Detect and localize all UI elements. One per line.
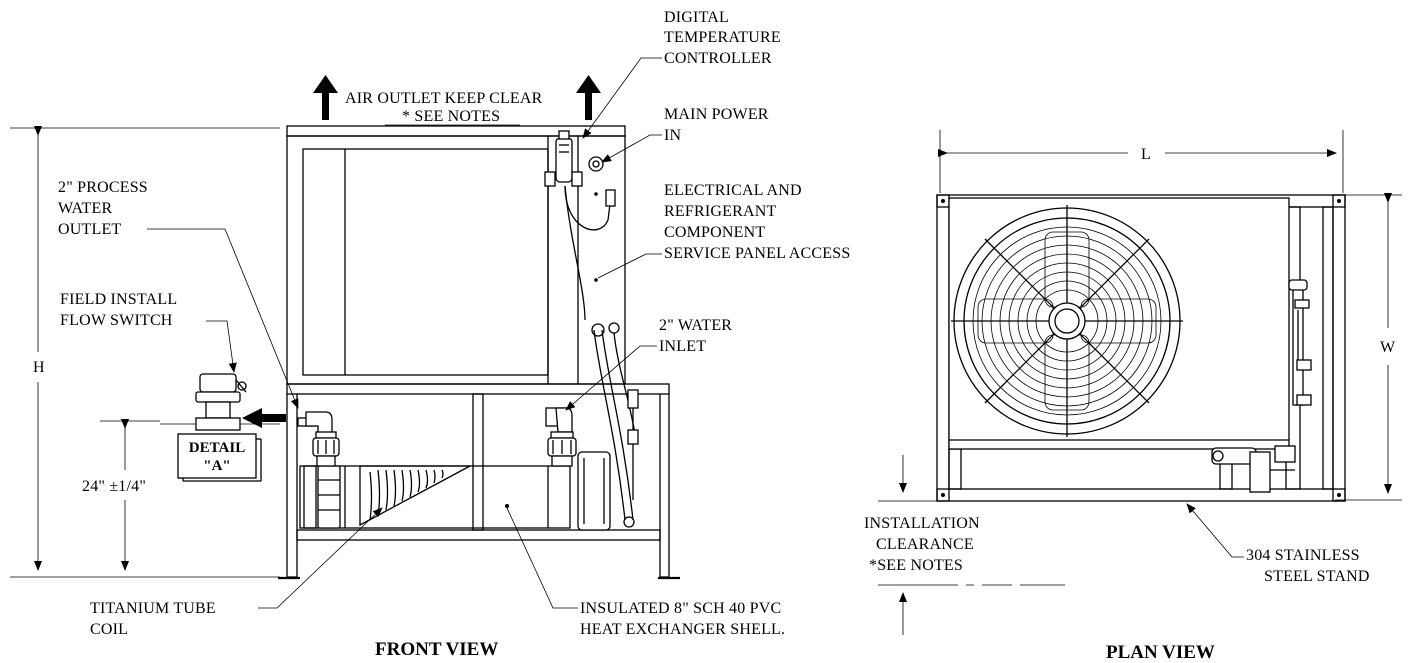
heat-exchanger-shell [299, 465, 571, 529]
plan-view: L W [864, 130, 1402, 663]
front-view: H 24" ±1/4" AIR OUTLET KEEP CLEAR * SEE … [10, 9, 850, 660]
base-height-label: 24" ±1/4" [82, 478, 146, 495]
condenser-housing [948, 197, 1290, 450]
electrical-label-4: SERVICE PANEL ACCESS [664, 245, 850, 262]
detail-a-line-2: "A" [203, 458, 231, 474]
length-label: L [1141, 146, 1151, 163]
main-power-label-2: IN [664, 127, 682, 144]
width-dimension: W [1335, 193, 1402, 501]
controller-label-3: CONTROLLER [664, 50, 772, 67]
process-outlet-label-3: OUTLET [58, 221, 121, 238]
air-outlet-label: AIR OUTLET KEEP CLEAR [345, 90, 543, 107]
front-labels: DIGITAL TEMPERATURE CONTROLLER MAIN POWE… [58, 9, 850, 660]
pvc-shell-label-2: HEAT EXCHANGER SHELL. [580, 621, 785, 638]
flow-switch-label-1: FIELD INSTALL [60, 291, 177, 308]
base-height-dimension: 24" ±1/4" [82, 419, 160, 571]
stand-label-group: 304 STAINLESS STEEL STAND [1186, 503, 1370, 585]
controller-label-1: DIGITAL [664, 9, 729, 26]
refrigerant-components [577, 322, 639, 531]
plan-view-title: PLAN VIEW [1106, 642, 1215, 663]
stand-label-2: STEEL STAND [1264, 568, 1370, 585]
electrical-label-1: ELECTRICAL AND [664, 182, 802, 199]
width-label: W [1380, 339, 1396, 356]
water-inlet-label-2: INLET [659, 338, 706, 355]
electrical-label-2: REFRIGERANT [664, 203, 776, 220]
titanium-tube-coil [369, 469, 444, 521]
clearance-label-1: INSTALLATION [864, 515, 980, 532]
upper-cabinet [286, 125, 626, 385]
pvc-shell-label-1: INSULATED 8" SCH 40 PVC [580, 600, 781, 617]
clearance-label-3: *SEE NOTES [869, 557, 963, 574]
controller-label-2: TEMPERATURE [664, 29, 781, 46]
electrical-label-3: COMPONENT [664, 224, 765, 241]
titanium-coil-label-2: COIL [90, 621, 128, 638]
process-water-outlet-pipe [297, 411, 340, 467]
length-dimension: L [938, 130, 1344, 193]
front-view-title: FRONT VIEW [375, 639, 498, 660]
water-inlet-label-1: 2" WATER [659, 317, 732, 334]
detail-a-line-1: DETAIL [189, 440, 245, 456]
see-notes-label: * SEE NOTES [402, 108, 500, 125]
clearance-label-2: CLEARANCE [876, 536, 974, 553]
plan-piping [1211, 279, 1312, 493]
water-inlet-pipe [545, 407, 577, 467]
process-outlet-label-2: WATER [58, 200, 112, 217]
detail-a-box: DETAIL "A" [177, 433, 262, 482]
stand-label-1: 304 STAINLESS [1246, 547, 1360, 564]
flow-switch [160, 373, 286, 431]
installation-clearance-dimension: INSTALLATION CLEARANCE *SEE NOTES [864, 455, 1065, 635]
flow-switch-label-2: FLOW SWITCH [60, 312, 173, 329]
height-dimension: H [10, 126, 280, 578]
main-power-connection [564, 156, 616, 321]
process-outlet-label-1: 2" PROCESS [58, 179, 148, 196]
height-label: H [33, 359, 45, 376]
fan-guard [951, 205, 1183, 437]
titanium-coil-label-1: TITANIUM TUBE [90, 600, 216, 617]
lower-frame [278, 383, 680, 580]
air-outlet-arrows: AIR OUTLET KEEP CLEAR * SEE NOTES [313, 75, 601, 126]
main-power-label-1: MAIN POWER [664, 106, 769, 123]
digital-temperature-controller [544, 130, 583, 187]
